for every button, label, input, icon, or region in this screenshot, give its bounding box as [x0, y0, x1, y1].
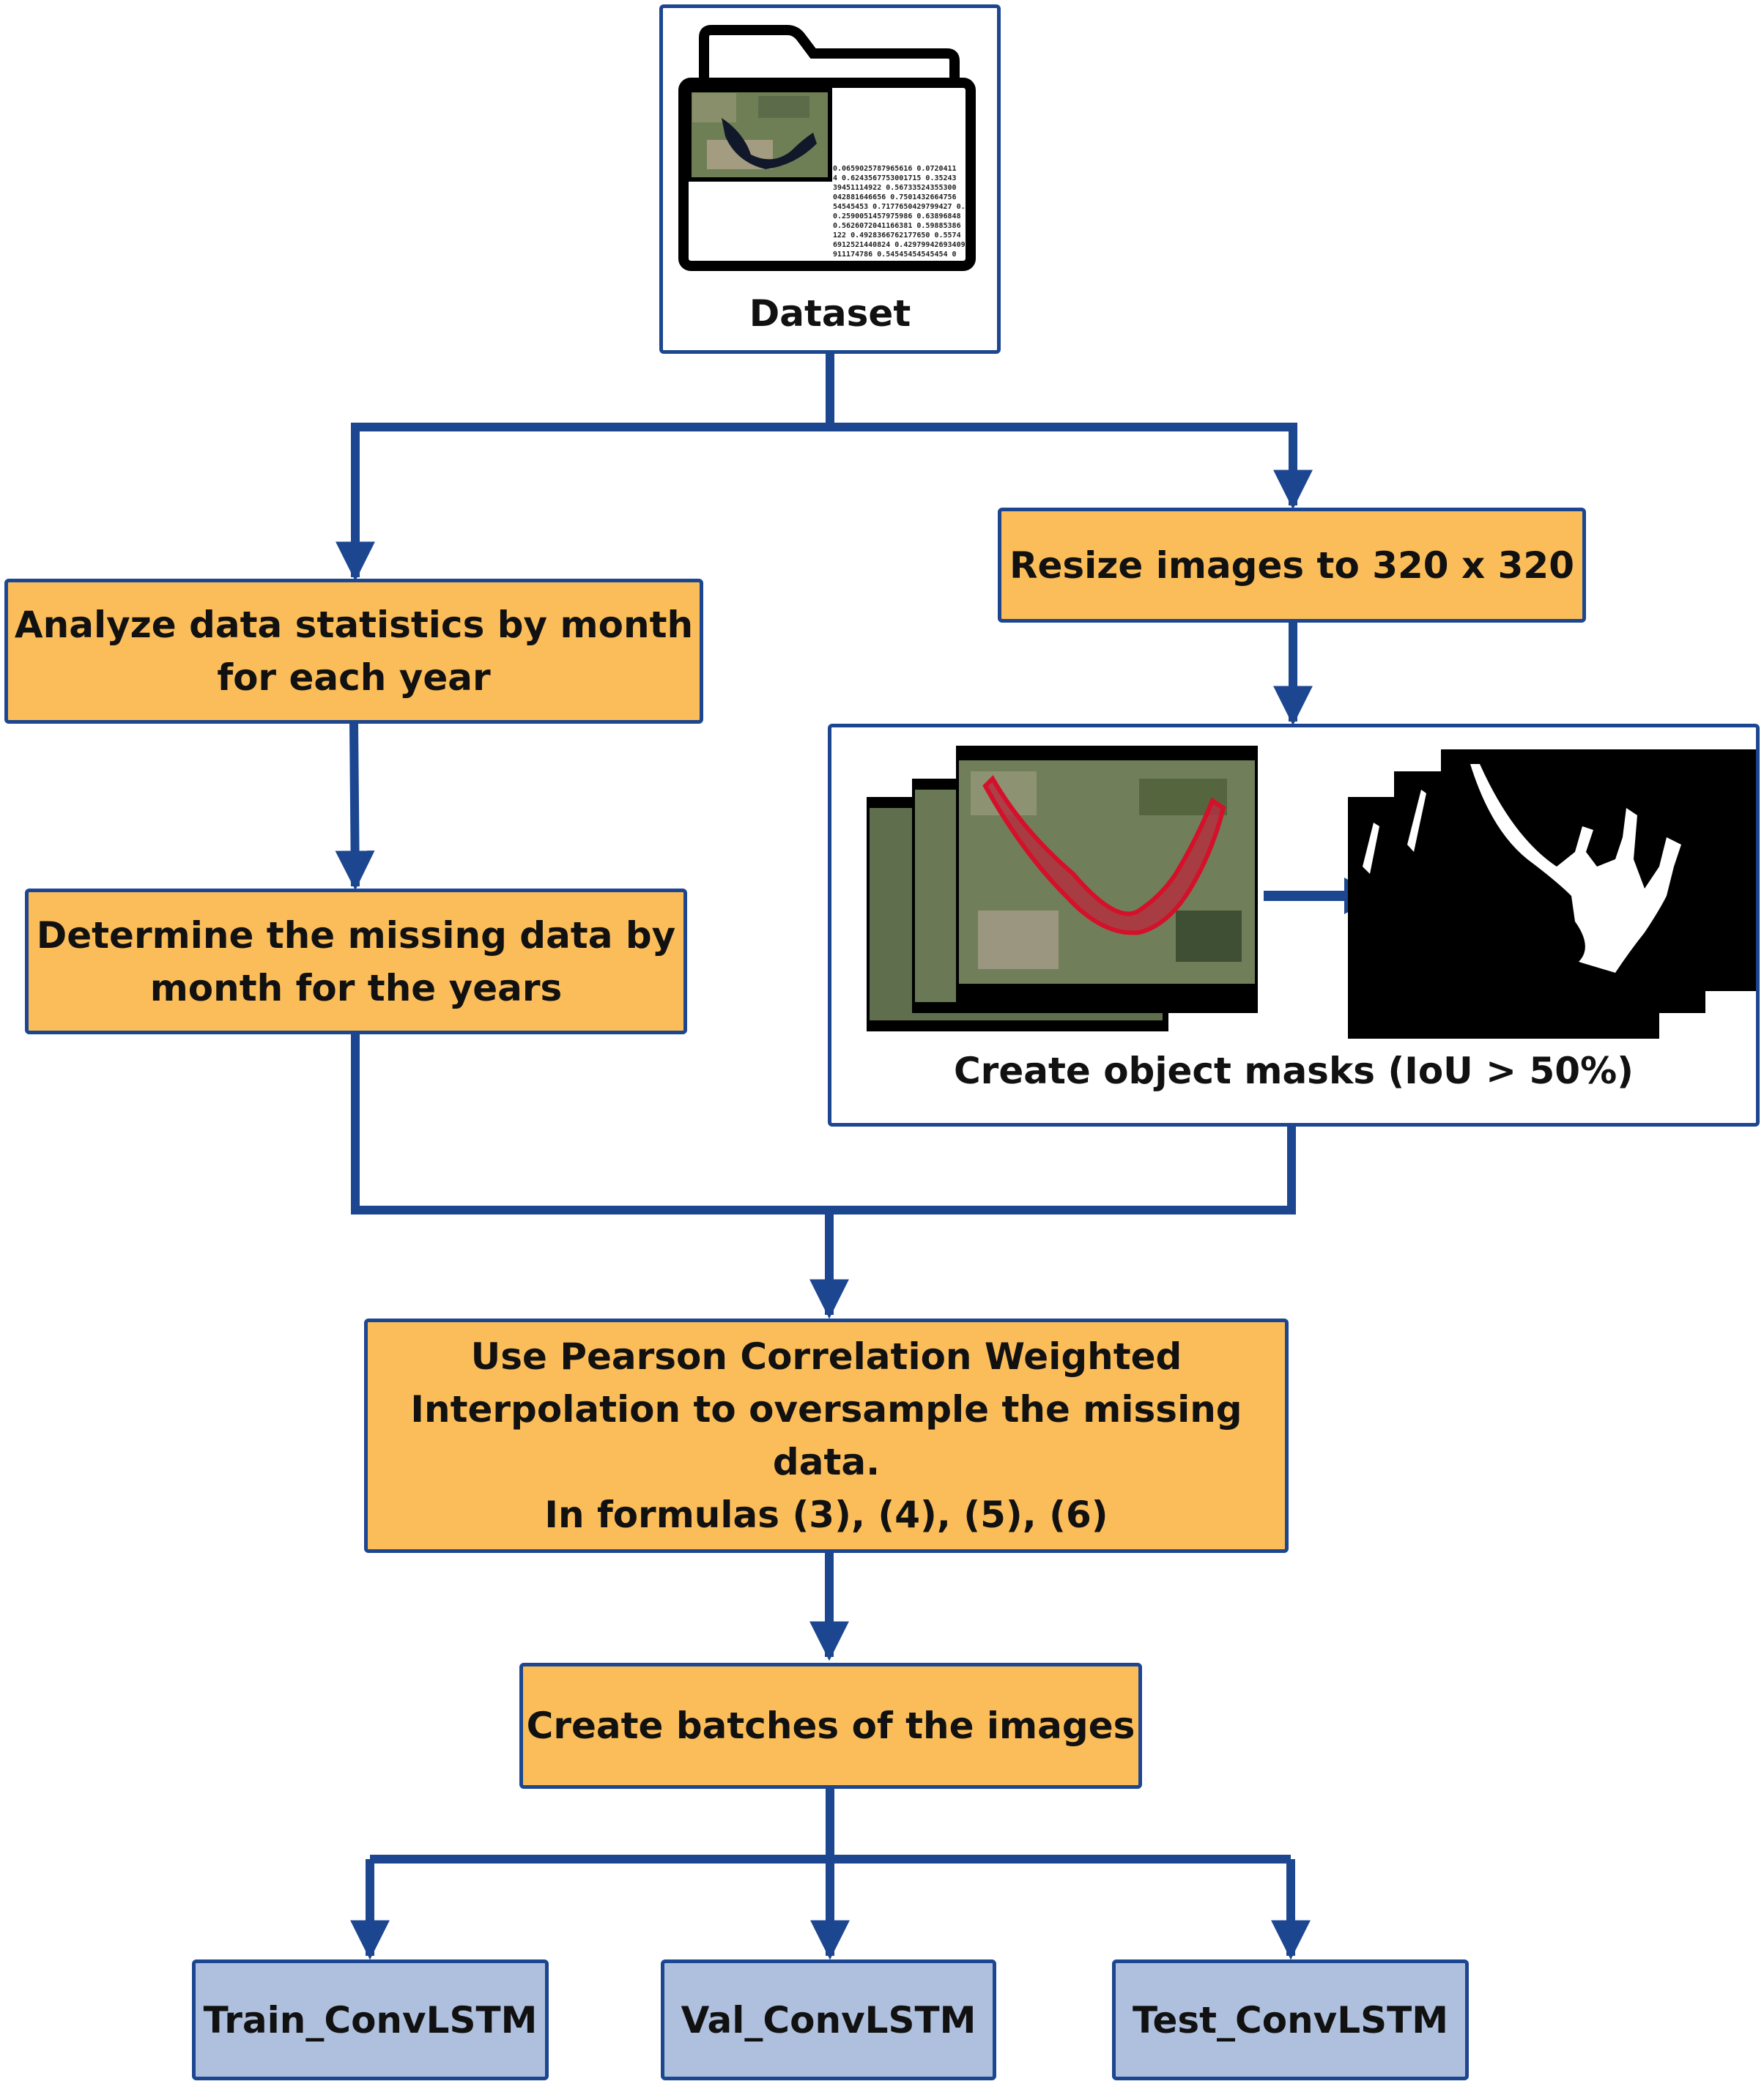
dataset-number-line: 39451114922 0.56733524355300: [833, 184, 957, 192]
dataset-number-line: 122 0.4928366762177650 0.5574: [833, 231, 961, 240]
masks-label: Create object masks (IoU > 50%): [953, 1050, 1634, 1092]
dataset-number-line: 042881646656 0.7501432664756: [833, 193, 957, 201]
connector-batches-split: [370, 1789, 1291, 1864]
satellite-frame-stack: [867, 746, 1258, 1031]
test-output-node: Test_ConvLSTM: [1112, 1959, 1469, 2080]
arrow-dataset-to-analyze: [336, 354, 834, 582]
arrow-dataset-to-resize: [830, 423, 1313, 510]
dataset-label: Dataset: [749, 292, 911, 335]
train-output-label: Train_ConvLSTM: [203, 1998, 538, 2042]
train-output-node: Train_ConvLSTM: [192, 1959, 549, 2080]
dataset-number-line: 911174786 0.54545454545454 0: [833, 251, 957, 259]
batches-node: Create batches of the images: [519, 1663, 1142, 1789]
val-output-label: Val_ConvLSTM: [681, 1998, 976, 2042]
dataset-number-line: 4 0.6243567753001715 0.35243: [833, 174, 957, 182]
arrow-analyze-to-missing: [335, 723, 375, 891]
dataset-number-line: 54545453 0.7177650429799427 0.: [833, 203, 966, 211]
dataset-number-line: 0.0659025787965616 0.0720411: [833, 165, 957, 173]
pearson-interpolation-label: Use Pearson Correlation Weighted Interpo…: [410, 1335, 1242, 1536]
analyze-node: Analyze data statistics by month for eac…: [4, 579, 703, 724]
resize-label: Resize images to 320 x 320: [1009, 544, 1575, 587]
connector-missing-to-merge: [351, 1034, 829, 1215]
pearson-interpolation-node: Use Pearson Correlation Weighted Interpo…: [364, 1319, 1289, 1553]
dataset-number-line: 0.5626072041166381 0.59885386: [833, 222, 961, 230]
dataset-number-line: 6912521440824 0.42979942693409: [833, 241, 966, 249]
connector-masks-to-merge: [829, 1127, 1296, 1215]
masks-node: Create object masks (IoU > 50%): [828, 724, 1760, 1127]
dataset-number-line: 0.2590051457975986 0.63896848: [833, 212, 961, 220]
val-output-node: Val_ConvLSTM: [661, 1959, 996, 2080]
mask-frame-stack: [1348, 749, 1756, 1039]
missing-data-label: Determine the missing data by month for …: [36, 913, 676, 1009]
test-output-label: Test_ConvLSTM: [1132, 1998, 1448, 2042]
batches-label: Create batches of the images: [526, 1705, 1135, 1747]
analyze-label: Analyze data statistics by month for eac…: [14, 604, 694, 699]
missing-data-node: Determine the missing data by month for …: [25, 889, 687, 1034]
resize-node: Resize images to 320 x 320: [998, 508, 1586, 623]
mask-illustration: [867, 746, 1756, 1039]
